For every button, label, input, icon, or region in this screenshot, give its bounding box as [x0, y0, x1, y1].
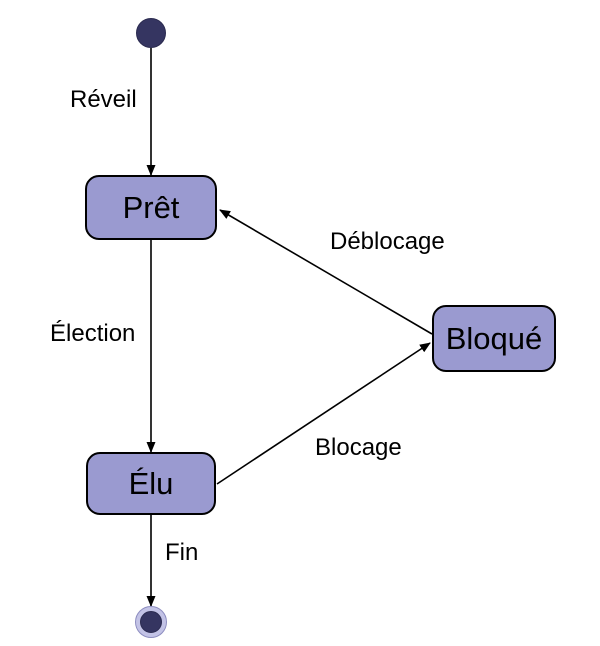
transition-line-blocage — [216, 342, 431, 485]
state-label-elu: Élu — [128, 466, 174, 501]
final-state-node[interactable] — [135, 606, 167, 638]
final-state-core — [140, 611, 162, 633]
transition-label-reveil: Réveil — [70, 86, 137, 113]
state-node-pret[interactable]: Prêt — [85, 175, 217, 240]
state-node-bloque[interactable]: Bloqué — [432, 305, 556, 372]
state-node-elu[interactable]: Élu — [86, 452, 216, 515]
transition-line-deblocage — [219, 209, 433, 335]
state-label-pret: Prêt — [122, 190, 180, 225]
transition-label-fin: Fin — [165, 539, 199, 566]
transition-label-election: Élection — [50, 320, 136, 347]
state-label-bloque: Bloqué — [445, 321, 543, 356]
initial-state-node[interactable] — [136, 18, 166, 48]
transition-label-blocage: Blocage — [315, 434, 402, 461]
transition-label-deblocage: Déblocage — [330, 228, 445, 255]
